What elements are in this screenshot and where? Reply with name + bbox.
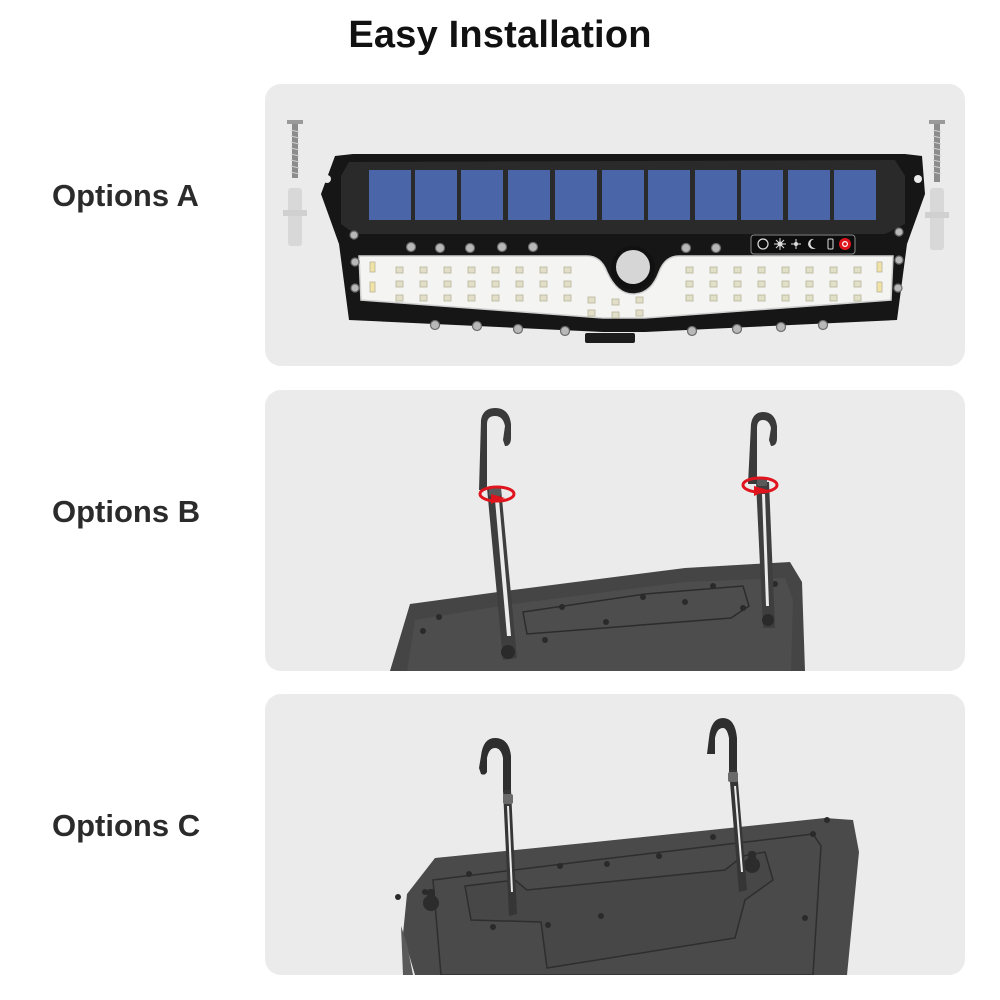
hook-icon xyxy=(748,412,777,628)
solar-panel xyxy=(369,170,876,220)
hook-icon xyxy=(707,718,747,892)
mode-icon xyxy=(757,238,769,250)
option-b-label: Options B xyxy=(52,494,201,529)
screw-icon xyxy=(929,120,945,182)
hanging-hooks-illustration xyxy=(395,718,859,975)
rotation-arrow-icon xyxy=(741,476,779,496)
page-title: Easy Installation xyxy=(348,14,652,56)
rotatable-hooks-illustration xyxy=(390,408,805,671)
solar-light-front-illustration xyxy=(283,120,949,343)
hook-icon xyxy=(479,738,517,916)
option-b-card xyxy=(265,390,965,671)
option-c-card xyxy=(265,694,965,975)
control-panel xyxy=(750,234,856,255)
option-c-label: Options C xyxy=(52,808,201,843)
led-array xyxy=(369,261,883,319)
option-a-label: Options A xyxy=(52,178,199,213)
screw-icon xyxy=(287,120,303,178)
wall-anchor-icon xyxy=(283,188,307,246)
battery-icon xyxy=(827,238,834,250)
moon-icon xyxy=(808,238,816,249)
rotation-arrow-icon xyxy=(478,485,516,504)
wall-anchor-icon xyxy=(925,188,949,250)
option-a-card xyxy=(265,84,965,366)
